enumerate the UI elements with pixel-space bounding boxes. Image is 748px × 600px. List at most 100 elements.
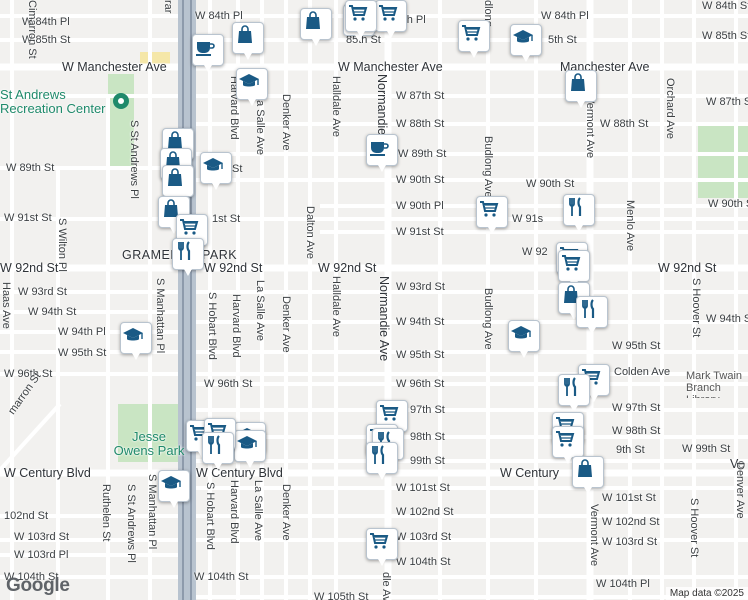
cart-icon [562,255,581,271]
label-w95th-1: W 95th St [58,347,107,359]
label-w101st-1: W 101st St [396,482,450,494]
label-w84th-st: W 84th St [702,0,748,12]
map-marker-cart[interactable] [476,196,508,234]
label-w102nd-2: W 102nd St [396,506,454,518]
map-marker-bag[interactable] [565,70,597,108]
label-w104th-1: W 104th St [4,571,59,583]
map-marker-cart[interactable] [552,426,584,464]
map-marker-bag[interactable] [158,196,190,234]
label-lasalle-2: La Salle Ave [254,280,266,341]
cap-icon [239,74,259,87]
fork-icon [569,197,582,216]
bag-icon [578,459,592,477]
label-99th-1: 99th St [410,455,445,467]
map-marker-bag[interactable] [162,165,194,203]
map-marker-cart[interactable] [366,528,398,566]
cimarron-diagonal [0,402,62,472]
map-marker-bag[interactable] [232,22,264,60]
map-marker-cart[interactable] [558,250,590,288]
label-cimarron: Cimarron St [26,0,38,59]
cart-icon [379,5,398,21]
cart-icon [462,25,481,41]
map-marker-fork[interactable] [172,238,204,276]
label-w90th-1: W 90th St [396,174,445,186]
label-century-2: W Century Blvd [196,466,283,480]
label-w92nd-2: W 92nd St [204,261,263,275]
label-w93rd-1: W 93rd St [18,286,67,298]
label-w102nd-3: W 102nd St [602,516,660,528]
label-98th-1: 98th St [410,431,445,443]
label-98th-2: W 98th St [612,425,661,437]
map-marker-cap[interactable] [120,322,152,360]
map-marker-cap[interactable] [234,430,266,468]
label-w84th-pl-3: W 84th Pl [541,10,589,22]
label-w94th-1: W 94th St [28,306,77,318]
freeway [178,0,196,600]
label-w88th-1: W 88th St [396,118,445,130]
label-w94th-pl: W 94th Pl [58,326,106,338]
label-st-andrews-rec: St Andrews Recreation Center [0,87,106,116]
label-w89th-1: W 89th St [398,148,447,160]
vertical-streets [10,0,738,600]
label-w92nd-1: W 92nd St [0,261,59,275]
map-marker-cart[interactable] [375,0,407,38]
label-colden-ave: Colden Ave [614,366,671,378]
cap-icon [511,326,531,339]
label-99th-3: W 99th St [682,443,731,455]
label-manchester-2: W Manchester Ave [338,60,443,74]
label-menlo: Menlo Ave [624,200,636,252]
map-marker-cap[interactable] [236,68,268,106]
label-w92nd-5: W 92nd St [658,261,717,275]
label-5th-st: 5th St [548,34,577,46]
map-marker-cup[interactable] [192,34,224,72]
map-marker-cap[interactable] [158,470,190,508]
map-marker-cup[interactable] [366,134,398,172]
label-w84th-pl-1: W 84th Pl [195,10,243,22]
fork-icon [372,445,385,464]
label-85th-st: 85th St [346,34,381,46]
map-marker-fork[interactable] [563,194,595,232]
map-marker-cart[interactable] [458,20,490,58]
bag-icon [306,11,320,29]
bag-icon [564,285,578,303]
map-marker-bag[interactable] [572,456,604,494]
label-mark-twain: Mark Twain Branch Library [686,370,743,398]
label-w96th-3: W 96th St [396,378,445,390]
label-w90th-3: W 90th St [708,198,748,210]
cart-icon [556,431,575,447]
map-marker-cap[interactable] [510,24,542,62]
label-w101st-2: W 101st St [602,492,656,504]
map-marker-fork[interactable] [558,374,590,412]
bag-icon [164,199,178,217]
label-w89th-2: W 89th St [6,162,55,174]
cart-icon [370,533,389,549]
map-marker-bag[interactable] [300,8,332,46]
label-w85th-st-2: W 85th St [702,30,748,42]
map-marker-fork[interactable] [202,432,234,470]
label-vermont-1: Vermont Ave [584,96,596,159]
map-marker-cap[interactable] [200,152,232,190]
label-lasalle-3: La Salle Ave [252,480,264,541]
bag-icon [168,168,182,186]
cart-icon [480,201,499,217]
map-marker-cap[interactable] [508,320,540,358]
label-97th-2: W 97th St [612,402,661,414]
map-marker-fork[interactable] [576,296,608,334]
cart-icon [380,405,399,421]
cart-icon [349,5,368,21]
label-century-3: W Century [500,466,560,480]
cap-icon [161,476,181,489]
cap-icon [123,328,143,341]
cart-icon [180,219,199,235]
cap-icon [203,158,223,171]
label-wilton: S Wilton Pl [56,218,68,272]
google-logo: Google [6,575,70,596]
label-w104th-pl: W 104th Pl [596,578,650,590]
label-manchester-1: W Manchester Ave [62,60,167,74]
bag-icon [168,131,182,149]
label-denker-1: Denker Ave [280,94,292,151]
map-marker-cart[interactable] [345,0,377,38]
label-w96th-1: W 96th St [4,368,53,380]
map-marker-fork[interactable] [366,442,398,480]
